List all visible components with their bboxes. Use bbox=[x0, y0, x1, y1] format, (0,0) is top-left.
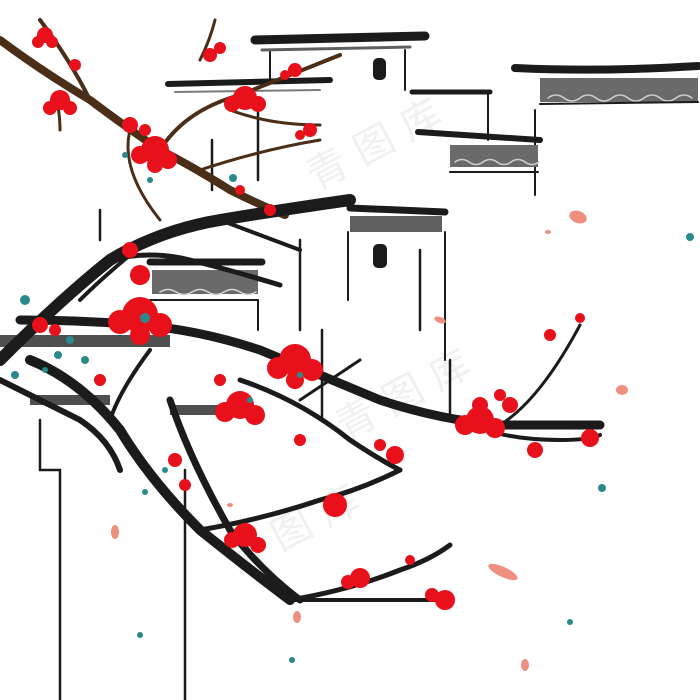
plum-blossoms bbox=[32, 27, 599, 610]
watermark-text-1: 青 图 库 bbox=[300, 91, 450, 200]
middle-roof bbox=[415, 129, 543, 173]
blossom-cluster-upper bbox=[32, 27, 317, 216]
low-wall-tiles bbox=[0, 335, 230, 415]
right-roof bbox=[511, 62, 700, 196]
watermark: 青 图 库 青 图 库 青 图 库 bbox=[217, 91, 478, 585]
falling-petals bbox=[111, 210, 628, 671]
buildings bbox=[0, 31, 700, 700]
teal-dots bbox=[11, 152, 694, 663]
top-gable-wall bbox=[250, 31, 430, 91]
center-window bbox=[373, 244, 387, 268]
center-roof bbox=[346, 204, 449, 361]
blossom-cluster-lower bbox=[32, 242, 599, 610]
watermark-text-2: 青 图 库 bbox=[328, 341, 478, 450]
top-window bbox=[373, 58, 386, 80]
